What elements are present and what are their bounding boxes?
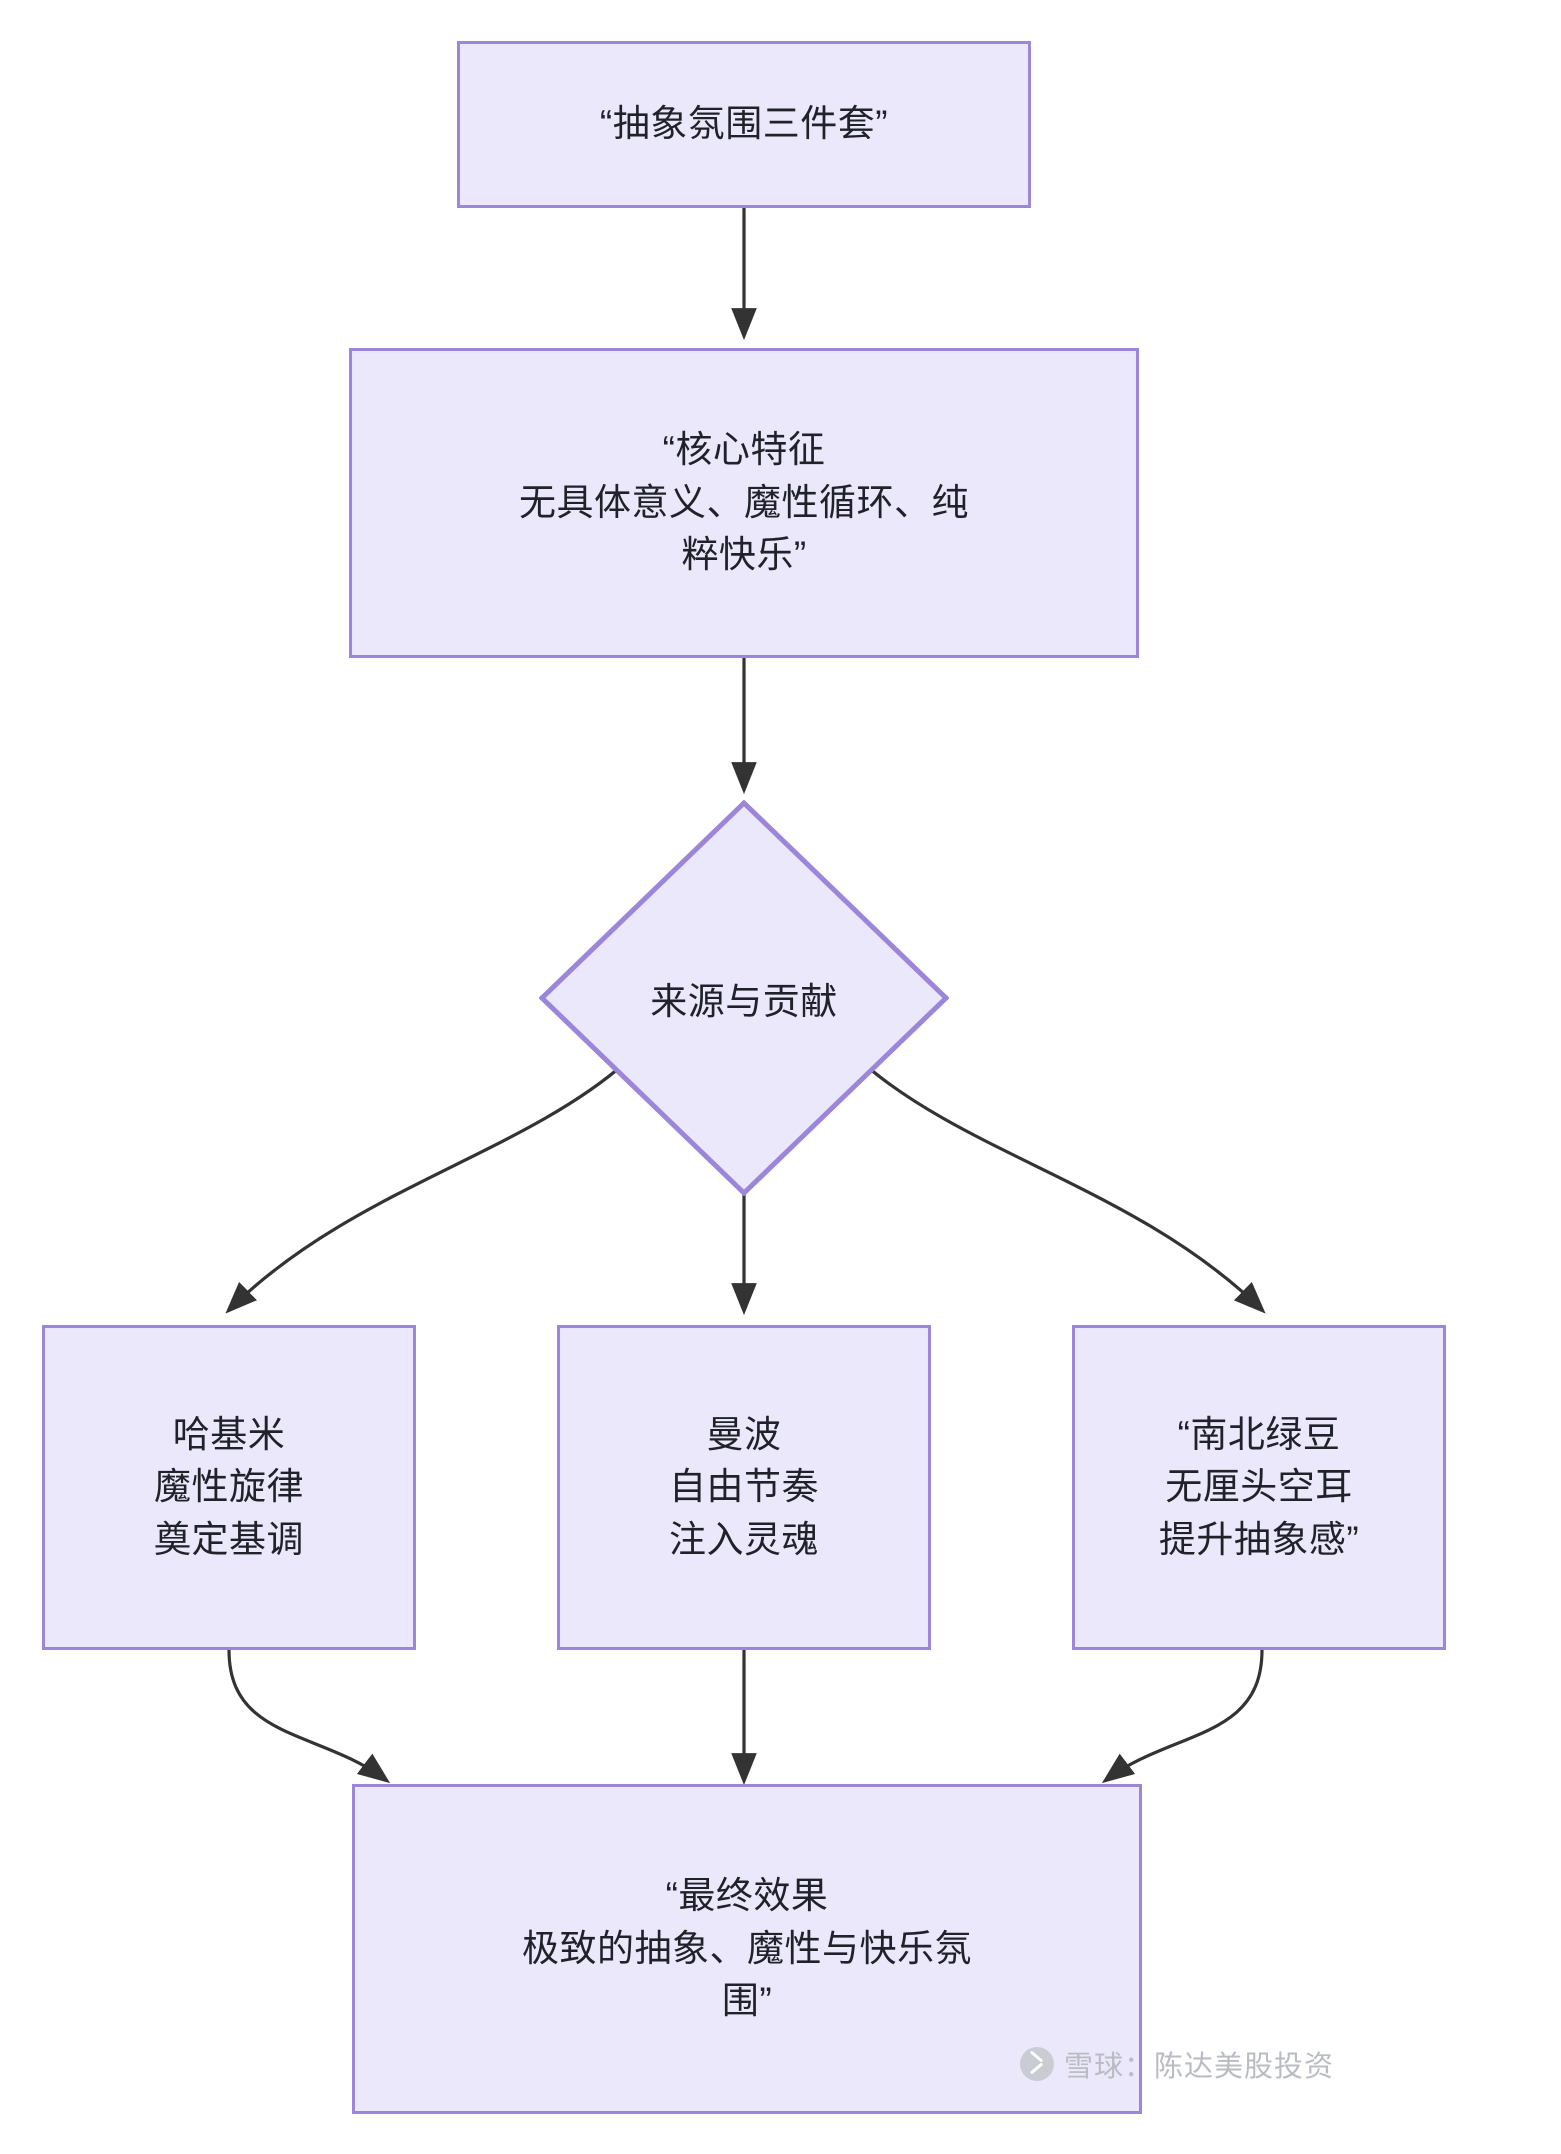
xueqiu-logo-icon [1020, 2047, 1054, 2081]
watermark-text: 雪球：陈达美股投资 [1064, 2051, 1335, 2083]
node-source-and-contribution[interactable]: 来源与贡献 [539, 800, 949, 1196]
edge-n4-n7 [227, 1649, 391, 1784]
node-label: “抽象氛围三件套” [599, 103, 889, 145]
node-label: “最终效果 极致的抽象、魔性与快乐氛 围” [522, 1875, 972, 2022]
node-manbo[interactable]: 曼波 自由节奏 注入灵魂 [557, 1325, 931, 1650]
node-label: “核心特征 无具体意义、魔性循环、纯 粹快乐” [519, 429, 969, 576]
node-label: “南北绿豆 无厘头空耳 提升抽象感” [1158, 1413, 1360, 1560]
diamond-shape [539, 800, 949, 1196]
edge-n6-n7 [1101, 1649, 1264, 1784]
node-label: 哈基米 魔性旋律 奠定基调 [154, 1413, 304, 1560]
node-label: 来源与贡献 [650, 981, 838, 1022]
node-label: 曼波 自由节奏 注入灵魂 [669, 1413, 819, 1560]
node-hajimi[interactable]: 哈基米 魔性旋律 奠定基调 [42, 1325, 416, 1650]
node-final-effect[interactable]: “最终效果 极致的抽象、魔性与快乐氛 围” [352, 1784, 1142, 2114]
node-nanbei-lvdou[interactable]: “南北绿豆 无厘头空耳 提升抽象感” [1072, 1325, 1446, 1650]
node-abstract-vibe-trio[interactable]: “抽象氛围三件套” [457, 41, 1031, 208]
node-core-traits[interactable]: “核心特征 无具体意义、魔性循环、纯 粹快乐” [349, 348, 1139, 658]
watermark: 雪球：陈达美股投资 [1020, 2043, 1334, 2085]
